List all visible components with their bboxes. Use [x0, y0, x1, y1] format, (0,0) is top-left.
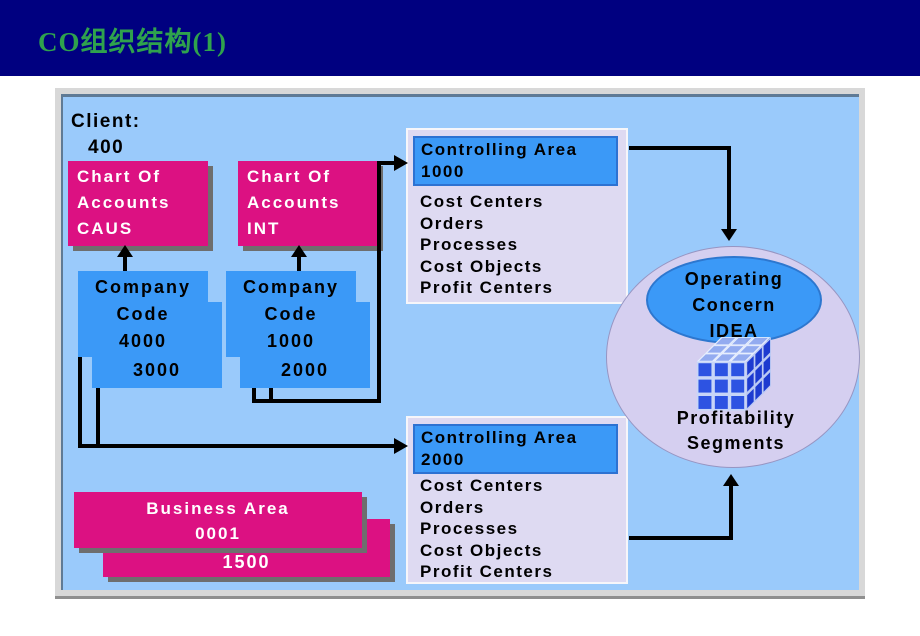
company-code-1000-line3: 1000	[266, 331, 316, 351]
list-item: Profit Centers	[420, 562, 554, 581]
business-area-1500-value: 1500	[222, 552, 271, 572]
company-code-4000-line1: Company	[94, 277, 191, 297]
company-code-4000-line3: 4000	[118, 331, 168, 351]
connector-left-drop-2	[96, 388, 100, 448]
company-code-2000-value: 2000	[280, 360, 330, 380]
controlling-area-2000-title: Controlling Area	[421, 428, 578, 447]
arrowhead-up-ellipse	[723, 474, 739, 486]
arrowhead-right-ca1000	[394, 155, 408, 171]
connector-left-drop-1	[78, 357, 82, 448]
list-item: Profit Centers	[420, 278, 554, 297]
arrowhead-right-ca2000	[394, 438, 408, 454]
controlling-area-1000-code: 1000	[421, 162, 465, 181]
arrowhead-down-ellipse	[721, 229, 737, 241]
chart-of-accounts-int-line2: Accounts	[247, 193, 341, 212]
profitability-caption-line2: Segments	[686, 433, 786, 453]
operating-concern-line2: Concern	[692, 295, 776, 315]
connector-to-ca2000	[78, 444, 396, 448]
list-item: Processes	[420, 519, 519, 538]
operating-concern-ellipse: Operating Concern IDEA	[646, 256, 822, 344]
chart-of-accounts-int-line3: INT	[247, 219, 281, 238]
profitability-cube-icon	[696, 336, 771, 411]
arrowhead-up-int	[291, 245, 307, 257]
business-area-line1: Business Area	[146, 499, 290, 518]
company-code-3000-value: 3000	[132, 360, 182, 380]
client-value: 400	[88, 137, 125, 158]
controlling-area-1000-title: Controlling Area	[421, 140, 578, 159]
chart-of-accounts-int-box: Chart Of Accounts INT	[238, 161, 378, 246]
company-code-4000-box: Company Code 4000	[78, 271, 208, 357]
arrowhead-up-caus	[117, 245, 133, 257]
connector-ca1000-down	[727, 146, 731, 230]
operating-concern-line3: IDEA	[709, 321, 759, 341]
connector-right-riser	[377, 161, 381, 403]
profitability-caption-line1: Profitability	[676, 408, 796, 428]
list-item: Orders	[420, 213, 485, 233]
controlling-area-2000-list: Cost Centers Orders Processes Cost Objec…	[420, 475, 553, 583]
company-code-4000-line2: Code	[116, 304, 170, 324]
connector-right-horizontal	[252, 399, 381, 403]
list-item: Processes	[420, 235, 519, 254]
profitability-segments-caption: Profitability Segments	[630, 406, 842, 456]
controlling-area-2000-panel: Controlling Area 2000 Cost Centers Order…	[406, 416, 628, 584]
company-code-1000-line1: Company	[242, 277, 339, 297]
connector-right-stub-1	[252, 388, 256, 403]
slide-title: CO组织结构(1)	[38, 27, 227, 57]
controlling-area-1000-list: Cost Centers Orders Processes Cost Objec…	[420, 191, 553, 299]
business-area-line2: 0001	[195, 524, 241, 543]
company-code-1000-line2: Code	[264, 304, 318, 324]
connector-cc1000-to-int	[297, 254, 301, 271]
connector-ca1000-out	[629, 146, 731, 150]
controlling-area-1000-panel: Controlling Area 1000 Cost Centers Order…	[406, 128, 628, 304]
controlling-area-1000-header: Controlling Area 1000	[413, 136, 618, 186]
chart-of-accounts-caus-box: Chart Of Accounts CAUS	[68, 161, 208, 246]
controlling-area-2000-code: 2000	[421, 450, 465, 469]
list-item: Cost Objects	[420, 256, 543, 276]
chart-of-accounts-caus-line2: Accounts	[77, 193, 171, 212]
connector-to-ca1000	[377, 161, 395, 165]
chart-of-accounts-caus-line3: CAUS	[77, 219, 134, 238]
client-label: Client:	[71, 111, 141, 132]
controlling-area-2000-header: Controlling Area 2000	[413, 424, 618, 474]
operating-concern-line1: Operating	[684, 269, 784, 289]
connector-ca2000-up	[729, 486, 733, 540]
chart-of-accounts-int-line1: Chart Of	[247, 167, 331, 186]
connector-cc4000-to-caus	[123, 254, 127, 271]
title-bar: CO组织结构(1)	[0, 0, 920, 76]
company-code-1000-box: Company Code 1000	[226, 271, 356, 357]
list-item: Cost Centers	[420, 192, 544, 211]
business-area-0001-box: Business Area 0001	[74, 492, 362, 548]
list-item: Cost Centers	[420, 476, 544, 495]
connector-ca2000-out	[629, 536, 733, 540]
list-item: Cost Objects	[420, 540, 543, 560]
connector-right-stub-2	[269, 388, 273, 403]
chart-of-accounts-caus-line1: Chart Of	[77, 167, 161, 186]
list-item: Orders	[420, 497, 485, 517]
